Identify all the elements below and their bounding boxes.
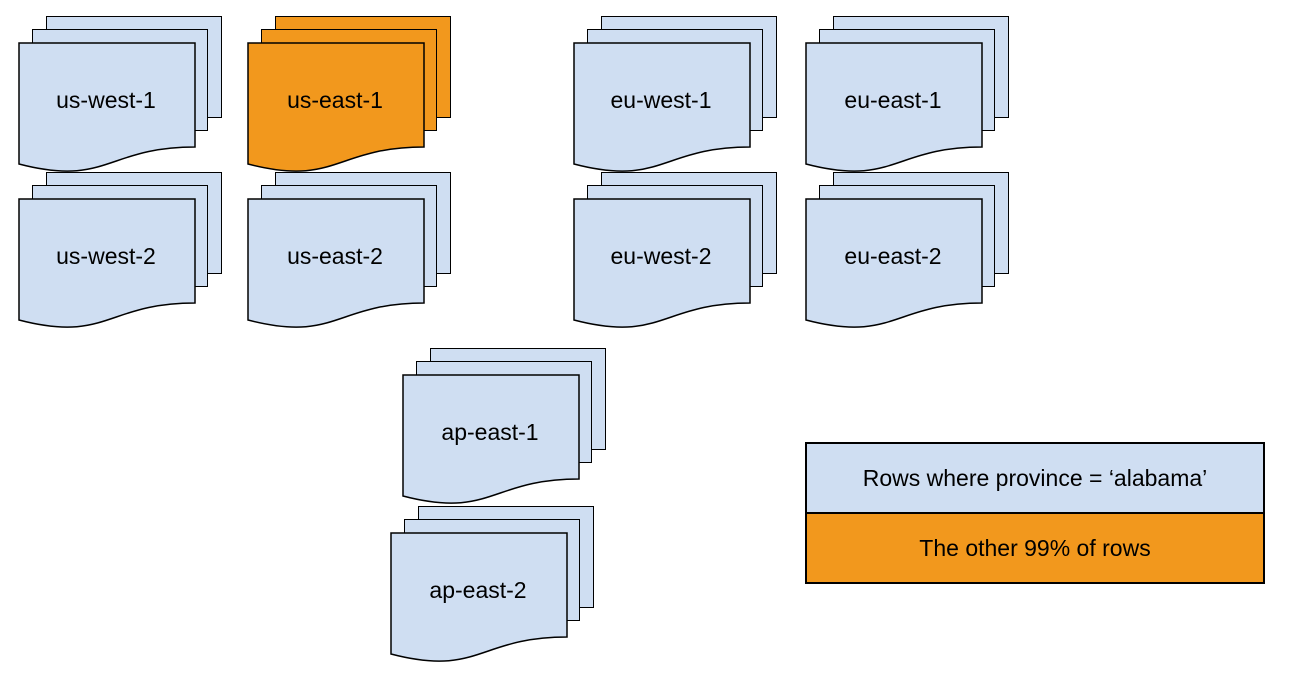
region-label: us-east-2	[287, 242, 383, 269]
region-stack-ap-east-2: ap-east-2	[390, 506, 596, 668]
region-stack-ap-east-1: ap-east-1	[402, 348, 608, 510]
legend-item-alabama-rows: Rows where province = ‘alabama’	[807, 444, 1263, 514]
document-shape	[573, 42, 751, 172]
legend: Rows where province = ‘alabama’ The othe…	[805, 442, 1265, 584]
document-shape	[805, 42, 983, 172]
document-shape	[18, 198, 196, 328]
document-shape	[247, 198, 425, 328]
region-stack-eu-west-2: eu-west-2	[573, 172, 779, 334]
region-stack-us-east-2: us-east-2	[247, 172, 453, 334]
document-shape	[390, 532, 568, 662]
document-shape	[18, 42, 196, 172]
region-label: ap-east-1	[441, 418, 539, 445]
document-shape	[805, 198, 983, 328]
region-label: us-east-1	[287, 86, 383, 113]
region-stack-eu-east-1: eu-east-1	[805, 16, 1011, 178]
document-shape	[402, 374, 580, 504]
region-label: eu-east-1	[844, 86, 942, 113]
region-stack-us-west-2: us-west-2	[18, 172, 224, 334]
region-stack-eu-west-1: eu-west-1	[573, 16, 779, 178]
region-label: eu-west-1	[610, 86, 712, 113]
region-label: ap-east-2	[429, 576, 527, 603]
region-label: us-west-1	[56, 86, 156, 113]
region-label: eu-east-2	[844, 242, 942, 269]
region-label: us-west-2	[56, 242, 156, 269]
document-shape	[247, 42, 425, 172]
legend-item-other-rows: The other 99% of rows	[807, 514, 1263, 582]
region-label: eu-west-2	[610, 242, 712, 269]
region-stack-us-east-1: us-east-1	[247, 16, 453, 178]
region-stack-eu-east-2: eu-east-2	[805, 172, 1011, 334]
region-stack-us-west-1: us-west-1	[18, 16, 224, 178]
document-shape	[573, 198, 751, 328]
